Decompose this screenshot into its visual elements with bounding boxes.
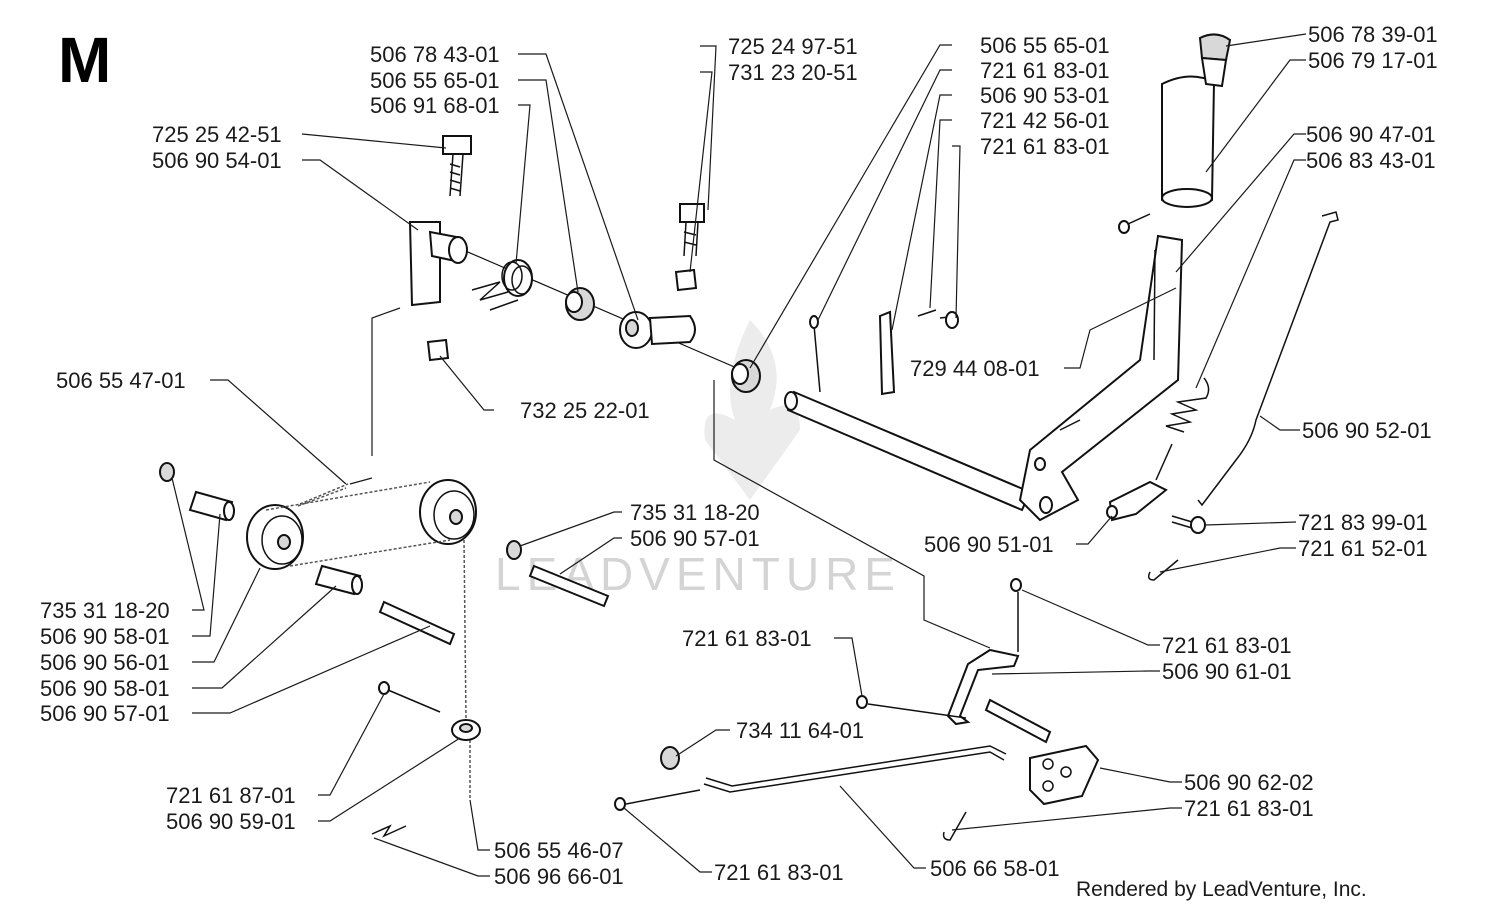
part-label: 506 90 51-01 (924, 532, 1054, 557)
part-label: 721 61 83-01 (714, 860, 844, 885)
part-label: 735 31 18-20 (40, 598, 170, 623)
part-label: 506 90 61-01 (1162, 659, 1292, 684)
part-label: 506 78 43-01 (370, 42, 500, 67)
part-label: 721 42 56-01 (980, 108, 1110, 133)
part-label: 506 90 57-01 (40, 701, 170, 726)
part-label: 506 90 58-01 (40, 624, 170, 649)
part-label: 506 90 54-01 (152, 148, 282, 173)
part-label: 729 44 08-01 (910, 356, 1040, 381)
leader-lines (171, 33, 1307, 877)
credit-text: Rendered by LeadVenture, Inc. (1076, 878, 1367, 901)
part-label: 735 31 18-20 (630, 500, 760, 525)
part-labels: 506 78 43-01 506 55 65-01 506 91 68-01 7… (40, 22, 1438, 889)
part-label: 506 66 58-01 (930, 856, 1060, 881)
part-label: 506 90 52-01 (1302, 418, 1432, 443)
watermark: LEADVENTURE (495, 320, 901, 600)
part-label: 721 61 87-01 (166, 783, 296, 808)
part-label: 506 90 58-01 (40, 676, 170, 701)
section-letter: M (58, 24, 111, 96)
part-label: 721 61 52-01 (1298, 536, 1428, 561)
part-label: 721 61 83-01 (682, 626, 812, 651)
part-label: 506 55 47-01 (56, 368, 186, 393)
part-label: 725 24 97-51 (728, 34, 858, 59)
part-label: 506 79 17-01 (1308, 48, 1438, 73)
watermark-flame-icon (704, 320, 800, 500)
part-label: 721 61 83-01 (1184, 796, 1314, 821)
part-label: 506 90 59-01 (166, 809, 296, 834)
part-label: 731 23 20-51 (728, 60, 858, 85)
part-label: 506 83 43-01 (1306, 148, 1436, 173)
part-label: 725 25 42-51 (152, 122, 282, 147)
part-label: 506 90 47-01 (1306, 122, 1436, 147)
part-label: 506 90 57-01 (630, 526, 760, 551)
part-label: 734 11 64-01 (736, 718, 864, 743)
parts-art (159, 33, 1339, 841)
part-label: 506 96 66-01 (494, 864, 624, 889)
part-label: 506 78 39-01 (1308, 22, 1438, 47)
part-label: 506 55 46-07 (494, 838, 624, 863)
part-label: 721 61 83-01 (980, 58, 1110, 83)
part-label: 506 55 65-01 (980, 33, 1110, 58)
part-label: 506 90 62-02 (1184, 770, 1314, 795)
part-label: 721 83 99-01 (1298, 510, 1428, 535)
part-label: 721 61 83-01 (1162, 633, 1292, 658)
part-label: 506 91 68-01 (370, 93, 500, 118)
part-label: 506 90 56-01 (40, 650, 170, 675)
part-label: 506 90 53-01 (980, 83, 1110, 108)
part-label: 732 25 22-01 (520, 398, 650, 423)
part-label: 721 61 83-01 (980, 134, 1110, 159)
watermark-text: LEADVENTURE (495, 548, 901, 600)
part-label: 506 55 65-01 (370, 68, 500, 93)
